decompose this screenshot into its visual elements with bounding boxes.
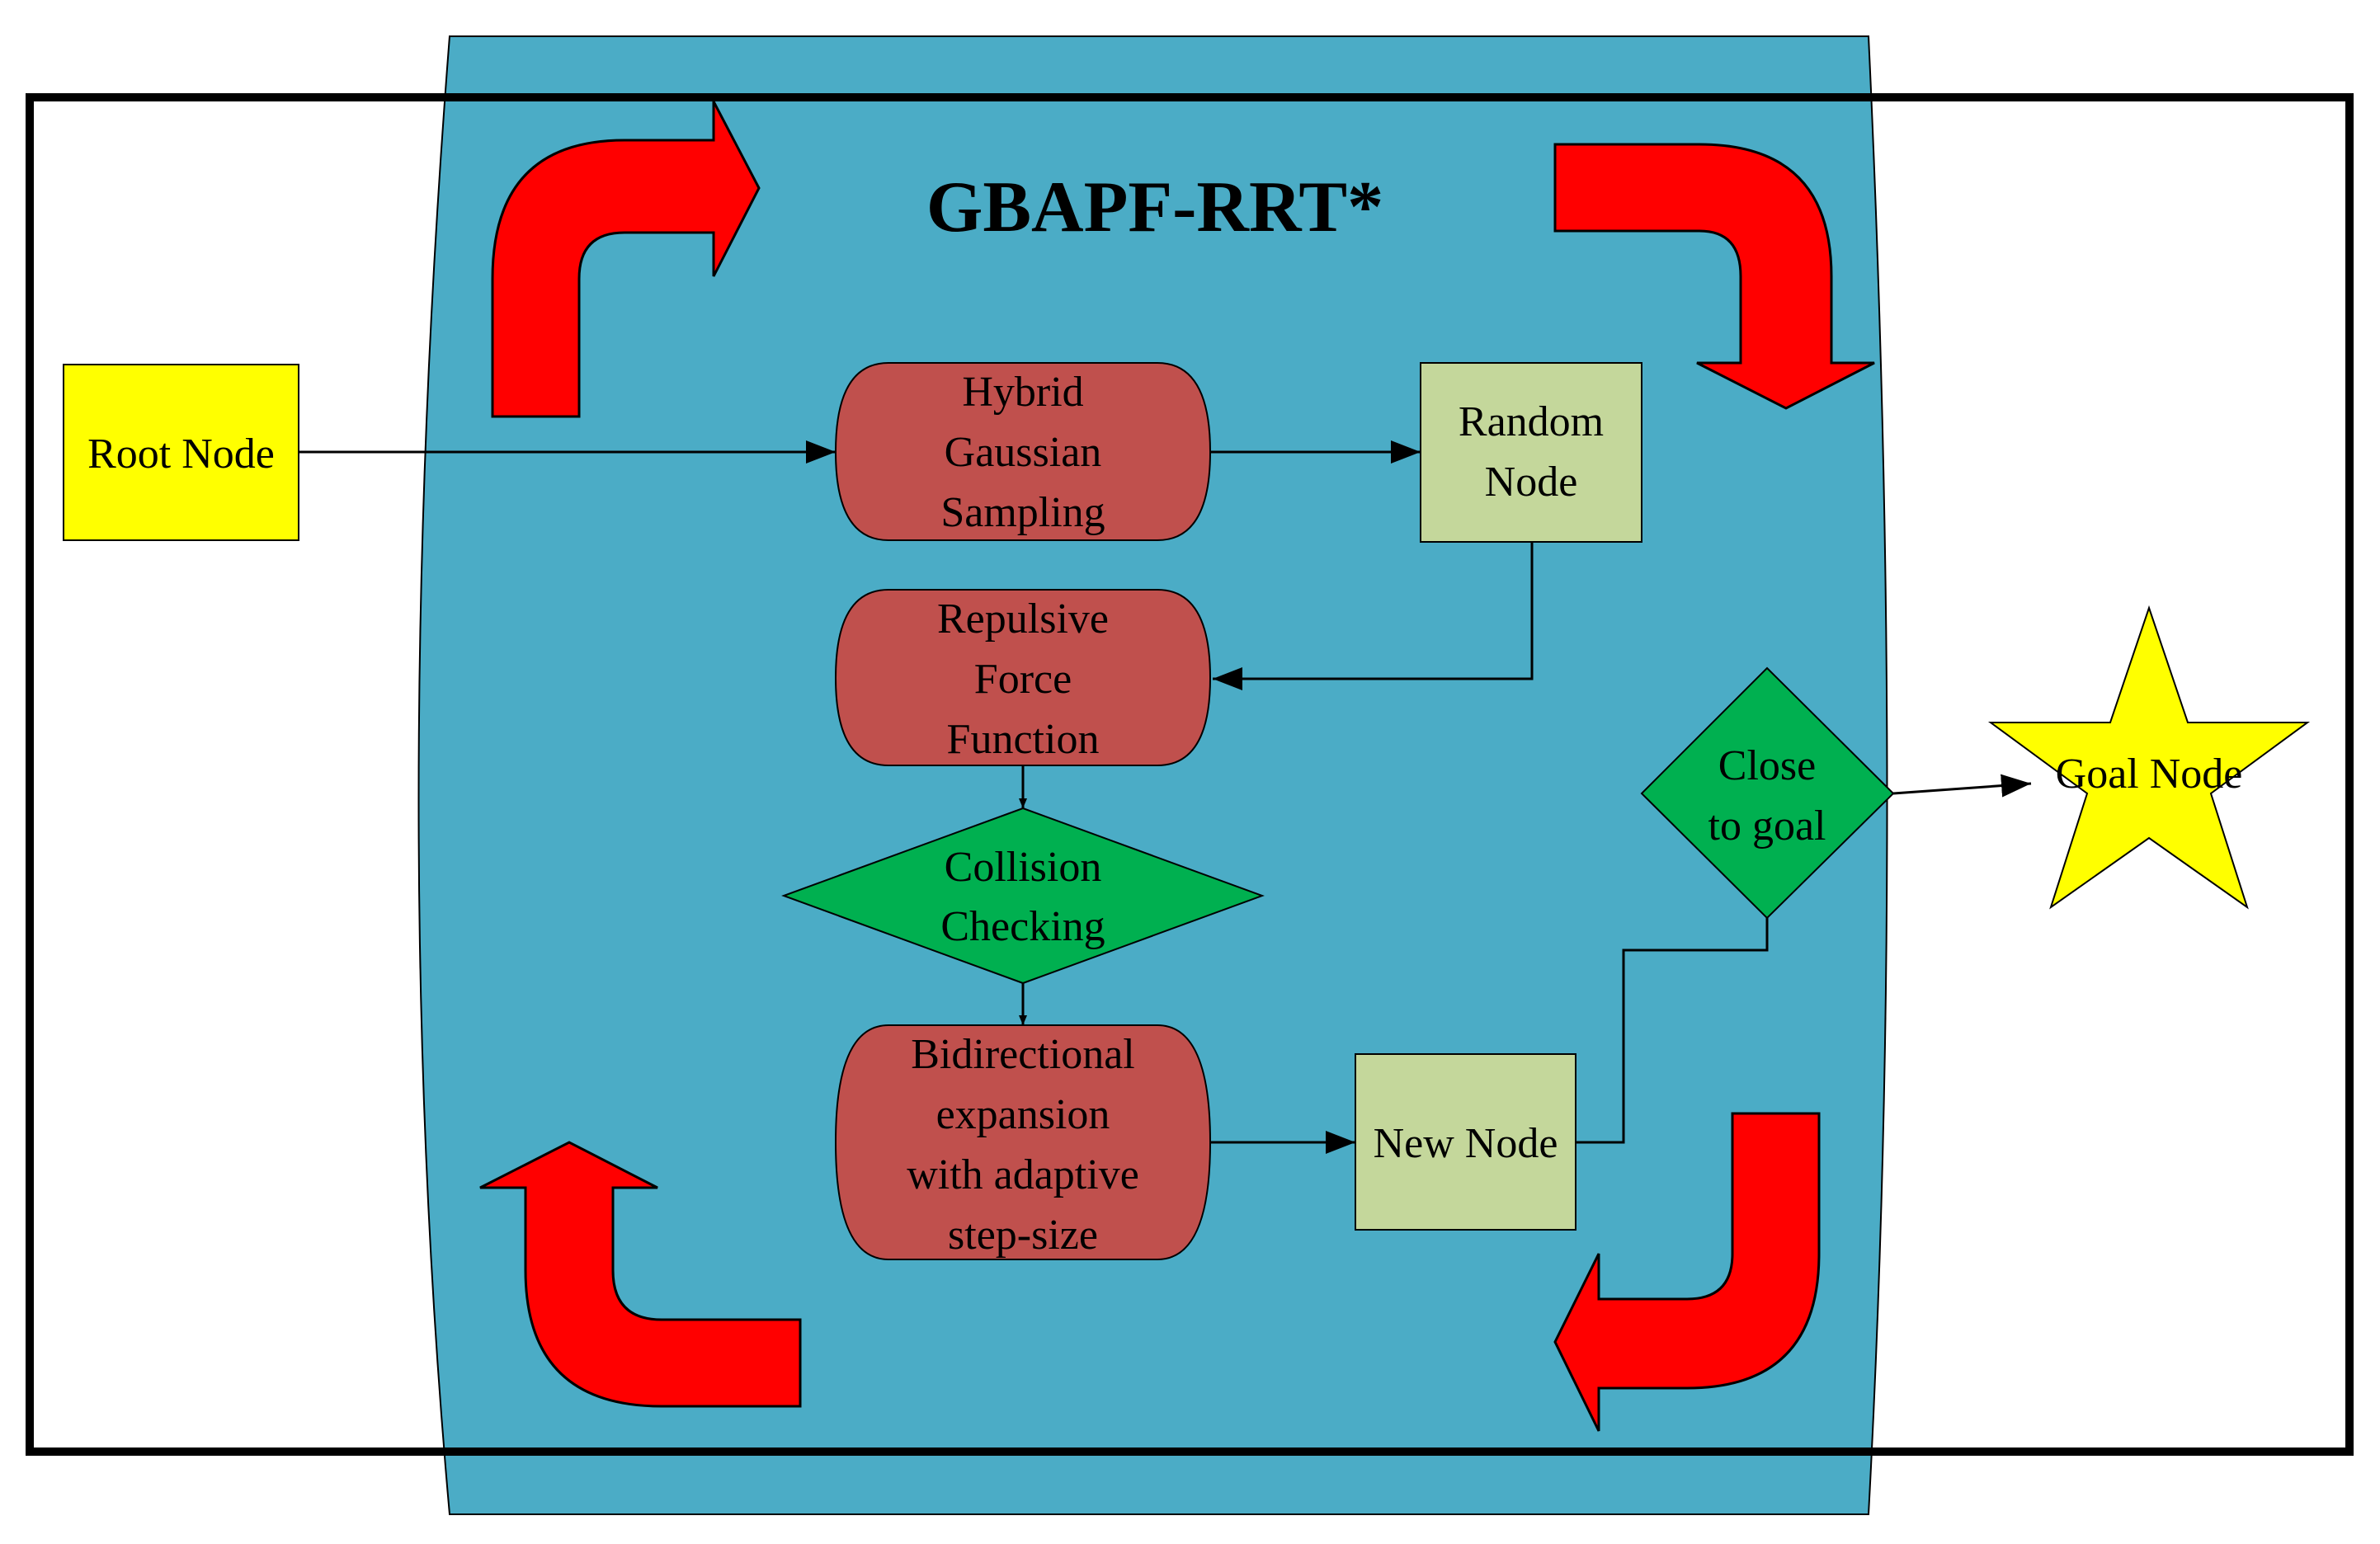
random-node-line-1: Random — [1459, 398, 1604, 445]
bidirectional-line-1: Bidirectional — [911, 1031, 1134, 1078]
random-node-line-2: Node — [1485, 459, 1578, 506]
diagram-title: GBAPF-RRT* — [926, 167, 1383, 247]
close-to-goal-line-1: Close — [1718, 742, 1816, 789]
collision-checking-line-1: Collision — [945, 844, 1102, 891]
hybrid-sampling-line-3: Sampling — [940, 489, 1105, 536]
close-to-goal-line-2: to goal — [1708, 803, 1826, 850]
collision-checking-line-2: Checking — [940, 903, 1105, 950]
new-node-label: New Node — [1374, 1120, 1558, 1167]
root-node: Root Node — [63, 364, 299, 541]
root-node-label: Root Node — [87, 431, 275, 478]
cycle-arrow-top-left — [491, 101, 761, 418]
cycle-arrow-top-right — [1553, 143, 1875, 410]
goal-node: Goal Node — [1987, 605, 2311, 910]
repulsive-force-function-node: Repulsive Force Function — [834, 589, 1212, 766]
outer-frame — [26, 93, 2354, 1456]
connector-close-to-goal — [1892, 774, 2032, 798]
collision-checking-decision: Collision Checking — [781, 807, 1265, 985]
bidirectional-line-3: with adaptive — [907, 1151, 1139, 1198]
close-to-goal-decision: Close to goal — [1640, 666, 1895, 920]
repulsive-force-line-1: Repulsive — [937, 595, 1109, 643]
repulsive-force-line-3: Function — [947, 716, 1100, 763]
repulsive-force-line-2: Force — [974, 656, 1072, 703]
goal-node-label: Goal Node — [2056, 751, 2243, 798]
bidirectional-line-2: expansion — [936, 1091, 1110, 1138]
connector-newnode-to-close — [1576, 918, 1769, 1144]
hybrid-sampling-line-1: Hybrid — [962, 369, 1083, 416]
new-node: New Node — [1355, 1053, 1576, 1231]
bidirectional-line-4: step-size — [948, 1212, 1098, 1259]
connector-random-to-repulsive — [1213, 542, 1534, 690]
star-icon — [1987, 605, 2311, 910]
hybrid-gaussian-sampling-node: Hybrid Gaussian Sampling — [834, 362, 1212, 541]
bidirectional-expansion-node: Bidirectional expansion with adaptive st… — [834, 1024, 1212, 1260]
cycle-arrow-bottom-left — [479, 1141, 802, 1408]
cycle-arrow-bottom-right — [1553, 1112, 1821, 1432]
random-node: Random Node — [1420, 362, 1642, 543]
hybrid-sampling-line-2: Gaussian — [945, 429, 1102, 476]
